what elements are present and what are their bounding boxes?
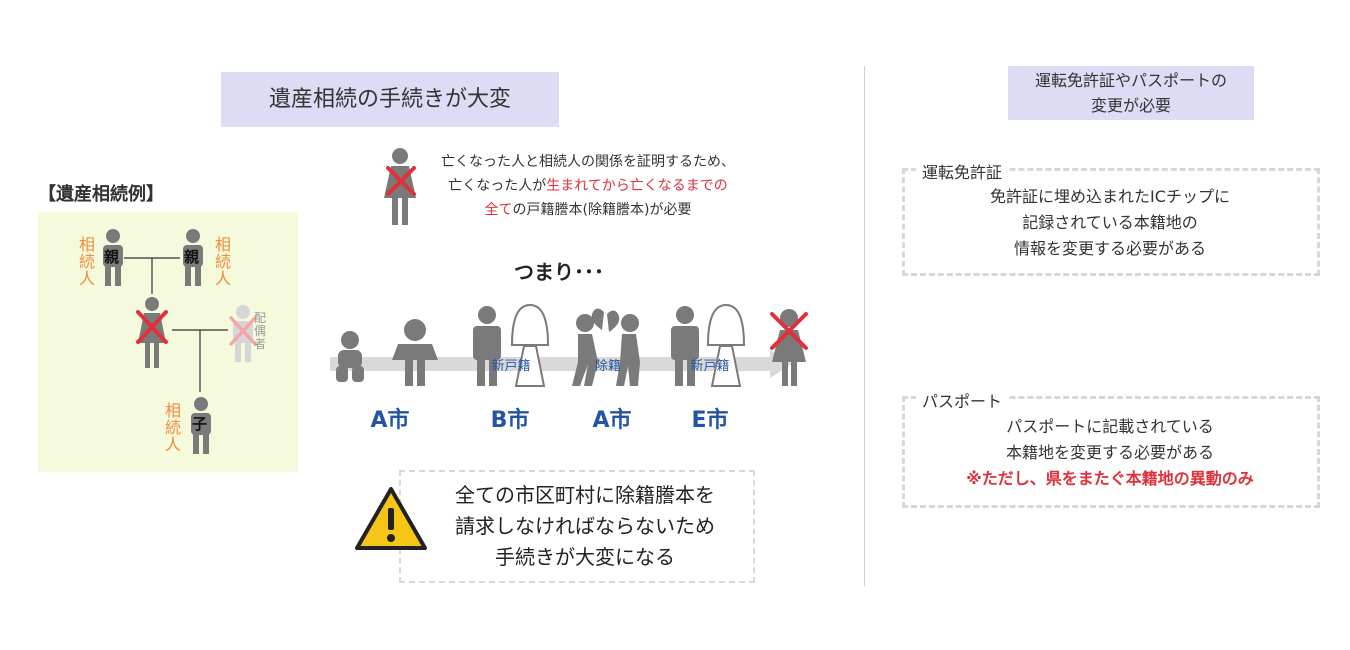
city-label-1: A市 xyxy=(370,408,410,433)
groom-figure-1 xyxy=(473,306,501,386)
parent-figure-right xyxy=(183,229,203,286)
deceased-note-figure xyxy=(384,148,416,225)
tag-new-register-1: 新戸籍 xyxy=(491,359,531,374)
baby-figure xyxy=(336,331,364,382)
woman-figure xyxy=(616,314,640,386)
heir-label-right: 相続人 xyxy=(214,235,231,288)
bride-figure-2 xyxy=(706,303,746,387)
city-label-2: B市 xyxy=(490,408,530,433)
warning-text: 全ての市区町村に除籍謄本を 請求しなければならないため 手続きが大変になる xyxy=(455,483,715,569)
license-body: 免許証に埋め込まれたICチップに 記録されている本籍地の 情報を変更する必要があ… xyxy=(990,187,1230,258)
passport-body: パスポートに記載されている 本籍地を変更する必要がある ※ただし、県をまたぐ本籍… xyxy=(966,417,1254,488)
city-label-3: A市 xyxy=(592,408,632,433)
right-header-line1: 運転免許証やパスポートの xyxy=(1034,71,1227,90)
bride-figure-1 xyxy=(510,303,550,387)
tag-removal: 除籍 xyxy=(594,359,621,374)
parent-figure-left xyxy=(103,229,123,286)
passport-title: パスポート xyxy=(916,388,1009,412)
note-text: 亡くなった人と相続人の関係を証明するため、 亡くなった人が生まれてから亡くなるま… xyxy=(441,154,735,218)
deceased-figure-timeline xyxy=(770,309,808,386)
spouse-label: 配偶者 xyxy=(254,311,267,351)
city-label-4: E市 xyxy=(691,408,729,433)
example-title: 【遺産相続例】 xyxy=(38,184,164,205)
child-figure xyxy=(191,397,211,454)
heir-label-left: 相続人 xyxy=(78,235,95,288)
column-divider xyxy=(864,66,865,586)
right-header-line2: 変更が必要 xyxy=(1090,96,1171,115)
parent-label-left: 親 xyxy=(104,248,120,266)
right-header: 運転免許証やパスポートの 変更が必要 xyxy=(1008,66,1254,120)
child-figure-timeline xyxy=(392,319,438,386)
deceased-figure xyxy=(136,297,168,368)
passport-box xyxy=(902,396,1320,508)
tsumari-text: つまり･･･ xyxy=(514,260,604,284)
man-figure xyxy=(572,314,598,386)
groom-figure-2 xyxy=(671,306,699,386)
page-title: 遺産相続の手続きが大変 xyxy=(221,72,559,127)
heir-label-child: 相続人 xyxy=(164,401,181,454)
tag-new-register-2: 新戸籍 xyxy=(690,359,730,374)
warning-icon xyxy=(355,487,427,550)
license-title: 運転免許証 xyxy=(916,159,1009,183)
spouse-figure xyxy=(229,305,257,362)
license-box xyxy=(902,168,1320,276)
parent-label-right: 親 xyxy=(184,248,200,266)
broken-heart-icon xyxy=(591,308,620,332)
child-label: 子 xyxy=(192,415,208,433)
